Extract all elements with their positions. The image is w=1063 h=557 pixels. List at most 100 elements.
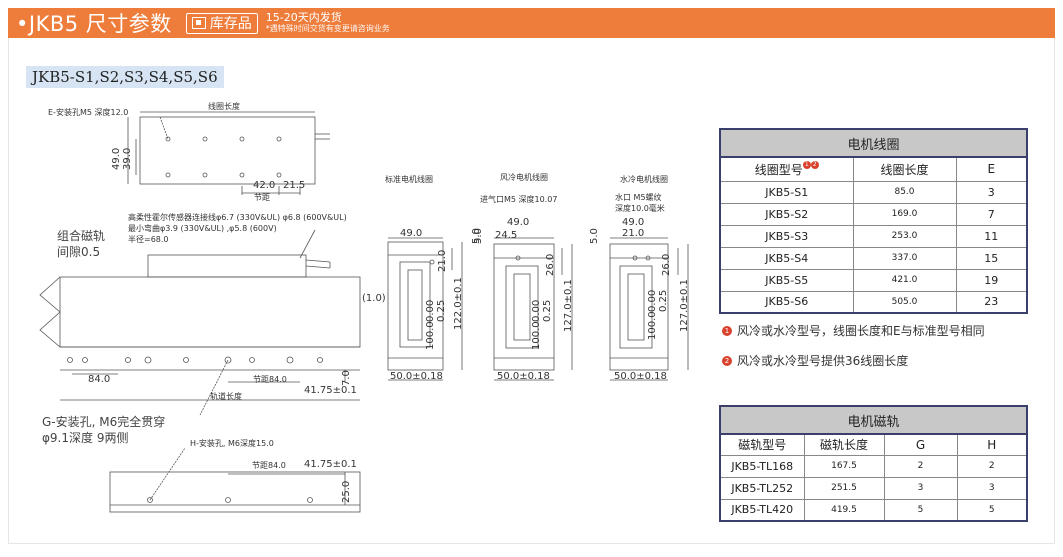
box-icon xyxy=(191,17,206,29)
h-hole-label: H-安装孔, M6深度15.0 xyxy=(190,439,274,448)
std-dim-100: 100.0 xyxy=(425,321,436,350)
cell: 419.5 xyxy=(803,498,885,522)
cable-note-2: 最小弯曲φ3.9 (330V&UL) ,φ5.8 (600V) xyxy=(128,224,277,233)
water-dim-0-25: 0.25 xyxy=(658,289,669,312)
cell: 23 xyxy=(955,290,1028,314)
lead-time: 15-20天内发货 *遇特殊时间交货有变更请咨询业务 xyxy=(266,12,390,34)
air-coil-end-view xyxy=(493,237,573,381)
top-pitch-label: 节距 xyxy=(254,193,270,202)
air-dim-26: 26.0 xyxy=(545,253,556,276)
std-dim-0-00: 0.00 xyxy=(425,299,436,322)
g-hole-label-2: φ9.1深度 9两侧 xyxy=(42,431,129,445)
side-dim-41-75: 41.75±0.1 xyxy=(304,385,357,396)
air-coil-title: 风冷电机线圈 xyxy=(500,173,548,182)
bottom-dim-41-75: 41.75±0.1 xyxy=(304,459,357,470)
standard-coil-end-view xyxy=(387,237,463,381)
std-dim-21: 21.0 xyxy=(437,249,448,272)
cell: JKB5-S5 xyxy=(719,268,854,292)
std-dim-122: 122.0±0.1 xyxy=(453,277,464,330)
cell: 3 xyxy=(883,476,958,500)
water-dim-0-00: 0.00 xyxy=(647,289,658,312)
g-hole-label-1: G-安装孔, M6完全贯穿 xyxy=(42,415,166,429)
cell: JKB5-S3 xyxy=(719,224,854,248)
std-dim-0-25: 0.25 xyxy=(436,299,447,322)
water-dim-127: 127.0±0.1 xyxy=(679,279,690,332)
note-marker-1: 1 xyxy=(722,325,732,336)
note-marker-2: 2 xyxy=(722,355,732,366)
content-frame xyxy=(8,38,1055,544)
side-view-coil xyxy=(147,254,307,278)
cell: 5 xyxy=(883,498,958,522)
cell: JKB5-TL168 xyxy=(719,454,805,478)
lead-time-text: 15-20天内发货 xyxy=(265,11,342,24)
track-table-caption: 电机磁轨 xyxy=(720,406,1027,435)
air-dim-50: 50.0±0.18 xyxy=(497,371,550,382)
bottom-dim-25: 25.0 xyxy=(341,480,352,503)
side-pitch-84: 节距84.0 xyxy=(253,375,287,384)
air-inlet-label: 进气口M5 深度10.07 xyxy=(480,195,558,204)
side-view-track xyxy=(59,276,361,348)
coil-table-header-length: 线圈长度 xyxy=(852,156,957,182)
note-text-1: 风冷或水冷型号，线圈长度和E与标准型号相同 xyxy=(737,324,985,338)
std-dim-50: 50.0±0.18 xyxy=(390,371,443,382)
air-dim-0-00: 0.00 xyxy=(531,299,542,322)
cell: 337.0 xyxy=(852,246,957,270)
cell: 2 xyxy=(956,454,1028,478)
air-dim-24-5: 24.5 xyxy=(495,230,518,241)
marker-1: 1 xyxy=(802,160,811,169)
cell: 15 xyxy=(955,246,1028,270)
air-dim-100: 100.0 xyxy=(531,321,542,350)
cell: JKB5-TL420 xyxy=(719,498,805,522)
cell: 253.0 xyxy=(852,224,957,248)
cell: 169.0 xyxy=(852,202,957,226)
cell: 85.0 xyxy=(852,180,957,204)
air-dim-0-25: 0.25 xyxy=(542,299,553,322)
water-coil-end-view xyxy=(609,237,689,381)
water-dim-5: 5.0 xyxy=(589,228,600,244)
std-dim-1: (1.0) xyxy=(362,293,386,304)
cell: 5 xyxy=(956,498,1028,522)
top-dim-21-5: 21.5 xyxy=(283,180,306,191)
magnet-track-label: 组合磁轨 xyxy=(57,229,106,243)
coil-table-header-e: E xyxy=(955,156,1028,182)
lead-time-note: *遇特殊时间交货有变更请咨询业务 xyxy=(265,24,390,33)
cell: 11 xyxy=(955,224,1028,248)
water-port-label-1: 水口 M5螺纹 xyxy=(615,193,662,202)
cell: JKB5-S1 xyxy=(719,180,854,204)
track-table-header-length: 磁轨长度 xyxy=(803,433,885,456)
note-2: 2 风冷或水冷型号提供36线圈长度 xyxy=(722,352,908,369)
water-dim-26: 26.0 xyxy=(661,253,672,276)
air-dim-127: 127.0±0.1 xyxy=(563,279,574,332)
marker-2: 2 xyxy=(810,160,819,169)
bottom-pitch-84: 节距84.0 xyxy=(252,461,286,470)
note-text-2: 风冷或水冷型号提供36线圈长度 xyxy=(737,354,909,368)
bottom-view-holes xyxy=(147,497,313,503)
cell: JKB5-TL252 xyxy=(719,476,805,500)
gap-label: 间隙0.5 xyxy=(57,245,101,259)
cell: 19 xyxy=(955,268,1028,292)
cell: 7 xyxy=(955,202,1028,226)
stock-badge-label: 库存品 xyxy=(209,16,252,32)
cable-note-1: 高柔性霍尔传感器连接线φ6.7 (330V&UL) φ6.8 (600V&UL) xyxy=(128,213,347,222)
section-title: •JKB5 尺寸参数 xyxy=(16,12,172,36)
track-table-header-h: H xyxy=(956,433,1028,456)
track-length-label: 轨道长度 xyxy=(210,392,242,401)
water-port-label-2: 深度10.0毫米 xyxy=(615,204,665,213)
mount-hole-label: E-安装孔M5 深度12.0 xyxy=(48,108,129,117)
cable-note-3: 半径=68.0 xyxy=(128,235,169,244)
track-table-header-g: G xyxy=(883,433,958,456)
water-dim-100: 100.0 xyxy=(647,311,658,340)
top-view-holes xyxy=(165,136,282,178)
cell: 251.5 xyxy=(803,476,885,500)
cell: 505.0 xyxy=(852,290,957,314)
